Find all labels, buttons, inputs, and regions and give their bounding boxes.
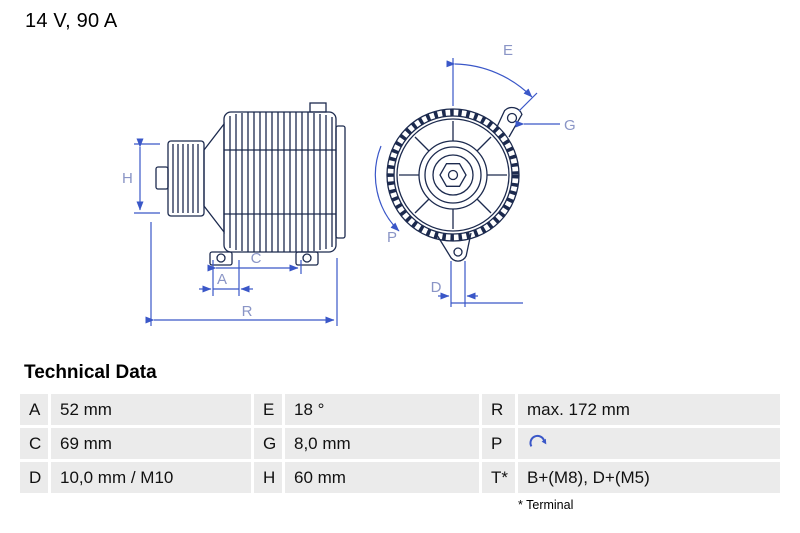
dim-label-h: H [122, 170, 133, 187]
param-value-t: B+(M8), D+(M5) [518, 462, 780, 493]
terminal-footnote: * Terminal [518, 498, 574, 512]
param-value-r: max. 172 mm [518, 394, 780, 425]
param-value-p [518, 428, 780, 459]
param-label-e: E [254, 394, 282, 425]
dim-label-c: C [251, 250, 262, 267]
technical-data-section: Technical Data A 52 mm E 18 ° R max. 172… [20, 362, 780, 512]
param-value-d: 10,0 mm / M10 [51, 462, 251, 493]
param-label-r: R [482, 394, 515, 425]
param-label-t: T* [482, 462, 515, 493]
dimension-lines [134, 58, 560, 326]
param-value-c: 69 mm [51, 428, 251, 459]
param-value-g: 8,0 mm [285, 428, 479, 459]
alternator-side-view [155, 102, 346, 266]
param-label-d: D [20, 462, 48, 493]
dim-label-a: A [217, 271, 227, 288]
param-value-e: 18 ° [285, 394, 479, 425]
dim-label-e: E [503, 42, 513, 59]
dimension-labels: H A C R E G P D [122, 42, 576, 320]
technical-data-title: Technical Data [24, 362, 157, 383]
alternator-front-view [386, 106, 523, 262]
voltage-amperage-rating: 14 V, 90 A [25, 10, 118, 32]
param-label-h: H [254, 462, 282, 493]
dim-label-d: D [431, 279, 442, 296]
dim-label-g: G [564, 117, 576, 134]
param-label-p: P [482, 428, 515, 459]
param-label-g: G [254, 428, 282, 459]
param-label-c: C [20, 428, 48, 459]
param-value-h: 60 mm [285, 462, 479, 493]
dim-label-p: P [387, 229, 397, 246]
param-label-a: A [20, 394, 48, 425]
param-value-a: 52 mm [51, 394, 251, 425]
technical-data-table: A 52 mm E 18 ° R max. 172 mm C 69 mm G 8… [20, 394, 780, 493]
rotation-clockwise-icon [527, 434, 549, 454]
dim-label-r: R [242, 303, 253, 320]
